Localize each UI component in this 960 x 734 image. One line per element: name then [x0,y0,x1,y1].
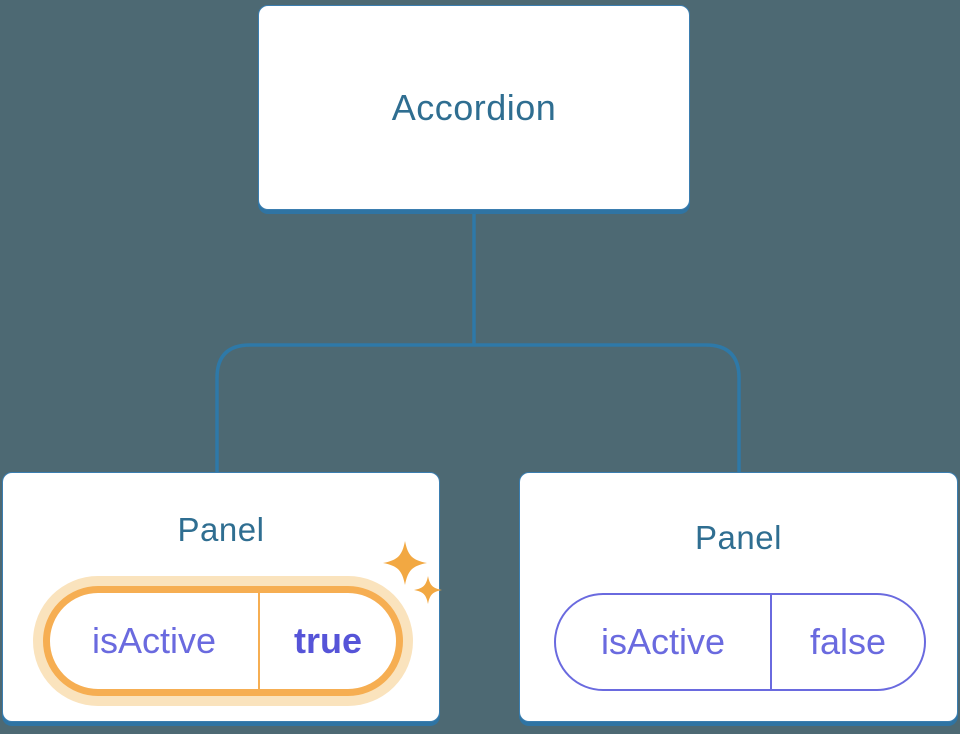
accordion-node: Accordion [258,5,690,210]
connector-branch [215,343,741,473]
panel-title: Panel [695,519,782,556]
state-value-label: false [809,621,887,662]
panel-title: Panel [177,511,265,548]
panel-node-inactive: Panel isActive false [519,472,958,722]
state-pill-inactive: isActive false [554,593,926,691]
sparkles-icon [383,541,442,604]
panel-node-active: Panel isActive true [2,472,440,722]
accordion-node-label: Accordion [391,86,557,128]
state-pill-active: isActive true [43,586,403,696]
state-key-label: isActive [50,593,260,689]
state-value-label: true [293,620,362,661]
state-key-label: isActive [556,595,772,689]
